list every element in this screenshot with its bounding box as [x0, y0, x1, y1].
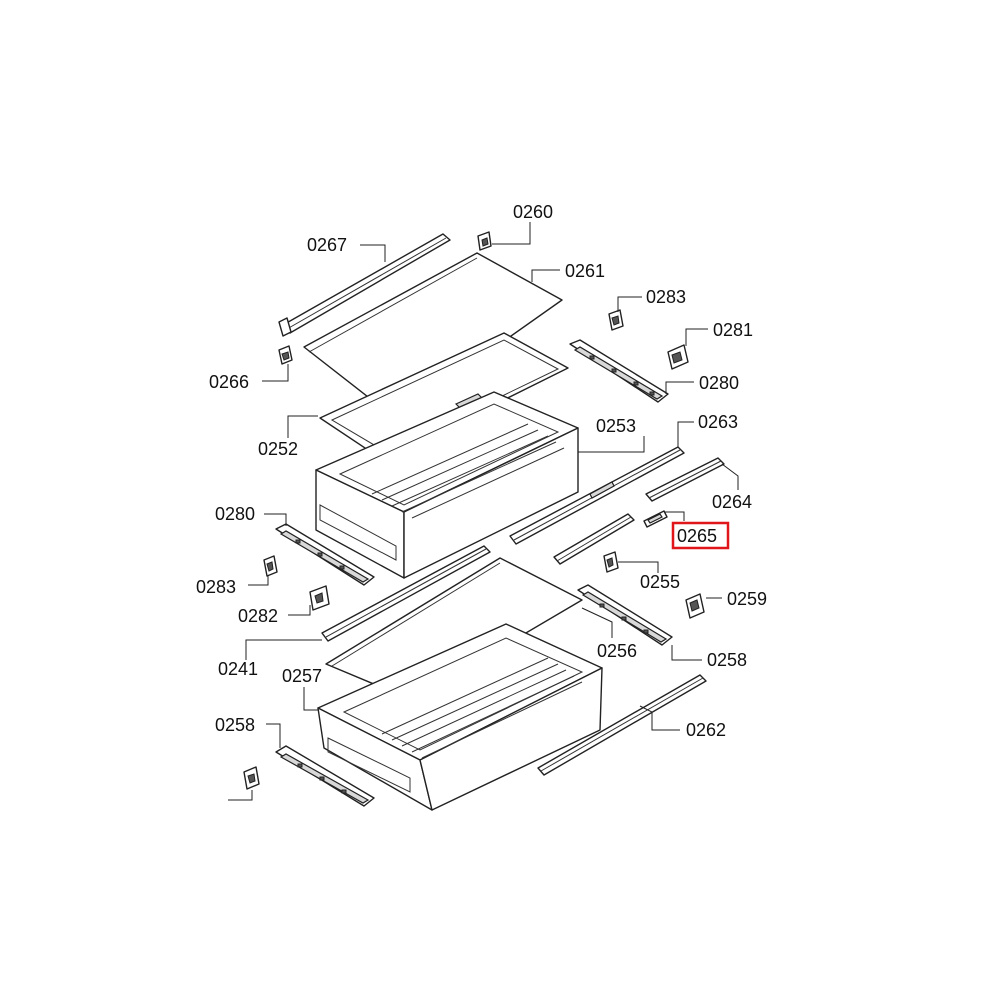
part-0241-lower-rail	[321, 545, 491, 642]
part-0263-rail	[509, 446, 685, 545]
part-0258-runner-left	[275, 745, 375, 807]
label-0241: 0241	[218, 659, 258, 679]
part-0282-bracket	[309, 585, 330, 611]
part-0283-bracket-left	[263, 555, 278, 577]
label-0267: 0267	[307, 235, 347, 255]
label-0257: 0257	[282, 666, 322, 686]
part-labels: 0260 0267 0261 0283 0281 0266 0280 0252 …	[196, 202, 767, 740]
label-0252: 0252	[258, 439, 298, 459]
part-0241-rail	[553, 513, 635, 565]
label-0262: 0262	[686, 720, 726, 740]
part-0264-rail	[645, 457, 725, 502]
part-0260-clip	[477, 231, 492, 251]
label-0253: 0253	[596, 416, 636, 436]
part-0283-bracket-upper-right	[608, 309, 624, 331]
label-0264: 0264	[712, 492, 752, 512]
part-0253-upper-drawer	[315, 391, 579, 579]
part-0280-runner-left	[275, 523, 375, 586]
label-0283-upper: 0283	[646, 287, 686, 307]
label-0260: 0260	[513, 202, 553, 222]
part-bracket-bottom-left	[243, 766, 260, 790]
part-0280-runner-upper-right	[569, 339, 669, 403]
label-0265: 0265	[677, 526, 717, 546]
leader-lines	[228, 222, 739, 801]
label-0256: 0256	[597, 641, 637, 661]
label-0280-left: 0280	[215, 504, 255, 524]
highlight-box-0265	[671, 521, 730, 550]
part-0257-lower-drawer	[317, 623, 603, 811]
label-0280-upper: 0280	[699, 373, 739, 393]
part-0259-bracket	[685, 593, 705, 619]
label-0258-right: 0258	[707, 650, 747, 670]
part-0258-runner-right	[577, 584, 673, 646]
part-0255-bracket	[603, 551, 619, 573]
label-0258-left: 0258	[215, 715, 255, 735]
label-0263: 0263	[698, 412, 738, 432]
part-0261-glass-lid	[303, 252, 563, 419]
part-0266-clip	[278, 345, 293, 365]
part-0267-rail	[278, 233, 451, 337]
label-0282: 0282	[238, 606, 278, 626]
part-0265-clip	[643, 510, 668, 528]
label-0255: 0255	[640, 572, 680, 592]
label-0283-left: 0283	[196, 577, 236, 597]
part-0281-bracket	[667, 344, 689, 370]
part-0262-rail	[537, 674, 707, 776]
label-0261: 0261	[565, 261, 605, 281]
label-0259: 0259	[727, 589, 767, 609]
label-0266: 0266	[209, 372, 249, 392]
label-0281: 0281	[713, 320, 753, 340]
